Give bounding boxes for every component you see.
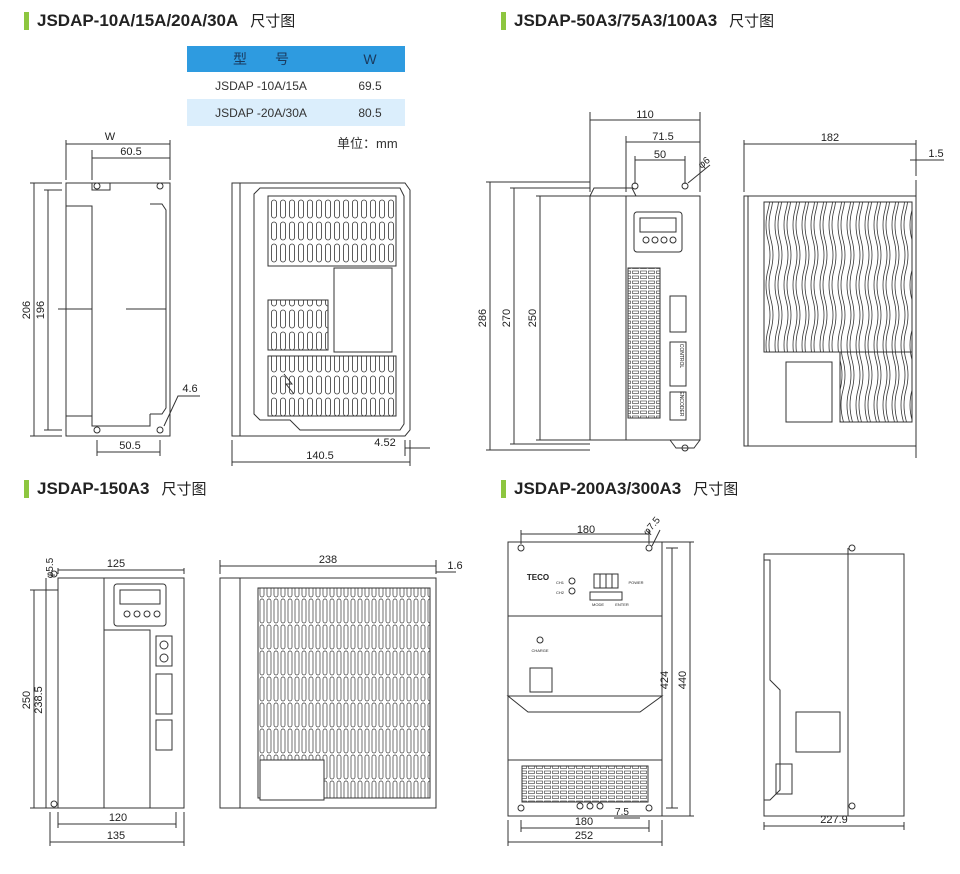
title-accent-bar bbox=[24, 479, 29, 498]
s2-dim-h-outer: 286 bbox=[477, 309, 489, 327]
s3-front-view bbox=[30, 568, 185, 846]
s3-dim-w-bottom: 120 bbox=[109, 812, 127, 824]
s3-dim-h-inner: 238.5 bbox=[33, 686, 45, 714]
s3-dim-offset: 1.6 bbox=[447, 560, 462, 572]
s2-dim-depth: 182 bbox=[821, 132, 839, 144]
s2-dim-offset: 1.5 bbox=[928, 148, 943, 160]
row-2-w: 80.5 bbox=[335, 99, 405, 126]
s1-dim-bottom: 50.5 bbox=[119, 440, 140, 452]
unit-note: 单位：mm bbox=[337, 136, 398, 151]
row-1-w: 69.5 bbox=[335, 72, 405, 99]
s4-dim-depth: 227.9 bbox=[820, 814, 848, 826]
s2-front-view bbox=[486, 112, 711, 452]
section-1-model: JSDAP-10A/15A/20A/30A bbox=[37, 10, 239, 30]
s4-label-ch1: CH1 bbox=[556, 580, 565, 585]
section-1-suffix: 尺寸图 bbox=[250, 13, 296, 30]
s1-dim-h-outer: 206 bbox=[21, 301, 33, 319]
s2-label-encoder: ENCODER bbox=[678, 391, 684, 416]
section-title-4: JSDAP-200A3/300A3 尺寸图 bbox=[501, 478, 738, 499]
s4-dim-h-inner: 424 bbox=[659, 671, 671, 689]
section-4-suffix: 尺寸图 bbox=[693, 481, 739, 498]
s1-dim-top: 60.5 bbox=[120, 146, 141, 158]
s2-dim-h-mid: 270 bbox=[501, 309, 513, 327]
section-title-2: JSDAP-50A3/75A3/100A3 尺寸图 bbox=[501, 10, 774, 31]
s2-dim-w2: 71.5 bbox=[652, 131, 673, 143]
s2-dim-h-inner: 250 bbox=[527, 309, 539, 327]
s4-label-power: POWER bbox=[628, 580, 643, 585]
section-title-1: JSDAP-10A/15A/20A/30A 尺寸图 bbox=[24, 10, 295, 31]
section-3-model: JSDAP-150A3 bbox=[37, 478, 150, 498]
s3-side-view bbox=[219, 560, 456, 809]
s1-dim-w: W bbox=[105, 131, 116, 143]
s3-dim-w-total: 135 bbox=[107, 830, 125, 842]
s4-dim-h-outer: 440 bbox=[677, 671, 689, 689]
s1-side-view bbox=[231, 182, 430, 466]
s3-dim-hole: φ5.5 bbox=[45, 557, 56, 578]
s4-dim-w-total: 252 bbox=[575, 830, 593, 842]
title-accent-bar bbox=[501, 11, 506, 30]
s4-label-enter: ENTER bbox=[615, 602, 629, 607]
section-2-model: JSDAP-50A3/75A3/100A3 bbox=[514, 10, 718, 30]
s1-dim-offset: 4.52 bbox=[374, 437, 395, 449]
row-2-model: JSDAP -20A/30A bbox=[187, 99, 335, 126]
s4-label-mode: MODE bbox=[592, 602, 604, 607]
s4-brand-logo: TECO bbox=[527, 573, 549, 582]
s2-side-view bbox=[743, 140, 944, 458]
table-row: JSDAP -10A/15A 69.5 bbox=[187, 72, 405, 99]
s1-dim-hole: 4.6 bbox=[182, 383, 197, 395]
s2-dim-hole: φ6 bbox=[696, 155, 713, 171]
s3-dim-w-top: 125 bbox=[107, 558, 125, 570]
section-2-suffix: 尺寸图 bbox=[729, 13, 775, 30]
s4-dim-hole: φ7.5 bbox=[641, 515, 663, 538]
section-3-suffix: 尺寸图 bbox=[161, 481, 207, 498]
title-accent-bar bbox=[24, 11, 29, 30]
s4-label-charge: CHARGE bbox=[531, 648, 548, 653]
s1-dim-depth: 140.5 bbox=[306, 450, 334, 462]
spec-table-header: 型 号 W bbox=[187, 46, 405, 72]
s4-dim-offset: 7.5 bbox=[615, 807, 629, 818]
s3-dim-h-outer: 250 bbox=[21, 691, 33, 709]
s4-dim-w-top: 180 bbox=[577, 524, 595, 536]
row-1-model: JSDAP -10A/15A bbox=[187, 72, 335, 99]
s4-dim-w-bottom: 180 bbox=[575, 816, 593, 828]
s4-side-view bbox=[763, 544, 905, 830]
s3-dim-depth: 238 bbox=[319, 554, 337, 566]
s1-front-view bbox=[30, 140, 200, 456]
spec-table: 型 号 W JSDAP -10A/15A 69.5 JSDAP -20A/30A… bbox=[187, 46, 405, 126]
header-model: 型 号 bbox=[187, 46, 335, 72]
s4-label-ch2: CH2 bbox=[556, 590, 565, 595]
s2-dim-w3: 50 bbox=[654, 149, 666, 161]
section-4-model: JSDAP-200A3/300A3 bbox=[514, 478, 682, 498]
s1-dim-h-inner: 196 bbox=[35, 301, 47, 319]
section-title-3: JSDAP-150A3 尺寸图 bbox=[24, 478, 206, 499]
header-w: W bbox=[335, 46, 405, 72]
title-accent-bar bbox=[501, 479, 506, 498]
s2-label-control: CONTROL bbox=[678, 344, 684, 369]
s4-front-view bbox=[506, 529, 694, 846]
s2-dim-w: 110 bbox=[636, 109, 654, 121]
table-row: JSDAP -20A/30A 80.5 bbox=[187, 99, 405, 126]
